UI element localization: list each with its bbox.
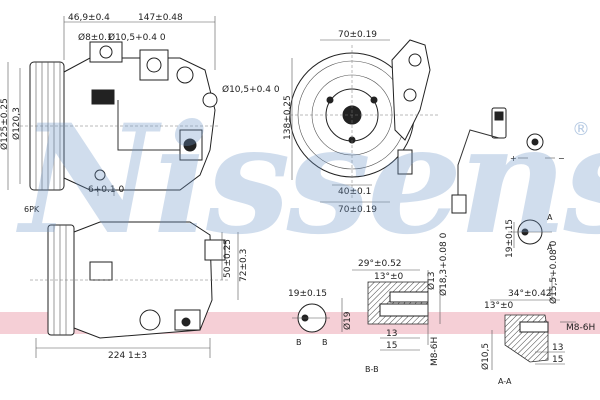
- marker-b-2: B: [322, 338, 328, 347]
- dim-bottom-1: 224 1±3: [108, 351, 147, 361]
- dim-bottom-2: 50±0.25: [223, 239, 233, 278]
- dim-front-4: Ø10,5+0.4 0: [108, 32, 166, 43]
- dim-bb-7: 13: [386, 329, 397, 339]
- section-bb-title: B-B: [365, 365, 379, 374]
- dim-aa-6: Ø10,5: [480, 343, 491, 370]
- dim-bb-9: M8-6H: [430, 337, 440, 366]
- registered-mark: ®: [572, 119, 590, 140]
- bottom-view: [30, 221, 239, 358]
- dim-aa-2: 34°±0.42: [508, 289, 552, 299]
- dim-aa-8: 15: [552, 355, 563, 365]
- side-view: [289, 39, 440, 203]
- dim-bb-2: 13°±0: [374, 272, 403, 282]
- dim-front-6: Ø125±0.25: [0, 98, 10, 150]
- dim-bb-8: 15: [386, 341, 397, 351]
- section-aa: [490, 219, 576, 370]
- marker-b-1: B: [296, 338, 302, 347]
- dim-bottom-3: 72±0.3: [239, 249, 249, 282]
- dim-front-8: 6+0.1 0: [88, 185, 124, 195]
- dim-side-1: 70±0.19: [338, 30, 377, 40]
- dim-bb-5: 19±0.15: [288, 289, 327, 299]
- dim-aa-3: 13°±0: [484, 301, 513, 311]
- dim-aa-7: 13: [552, 343, 563, 353]
- marker-a-1: A: [547, 213, 553, 222]
- connector-minus: −: [558, 154, 565, 163]
- dim-aa-5: M8-6H: [566, 323, 595, 333]
- dim-front-3: Ø8±0.1: [78, 32, 113, 43]
- port-b-section: [367, 281, 429, 325]
- dim-bb-4: Ø18,3+0.08 0: [438, 232, 449, 296]
- dim-aa-1: 19±0.15: [505, 219, 515, 258]
- dim-front-7: Ø120,3: [11, 107, 22, 140]
- watermark: Nissens: [16, 92, 600, 268]
- section-aa-title: A-A: [498, 377, 512, 386]
- dim-bb-6: Ø19: [342, 311, 353, 330]
- dim-side-3: 40±0.1: [338, 187, 371, 197]
- dim-side-2: 138±0.25: [283, 95, 293, 140]
- connector-harness: [451, 107, 555, 214]
- dim-bb-1: 29°±0.52: [358, 259, 402, 269]
- section-bb: [292, 269, 441, 351]
- front-view: [7, 16, 220, 196]
- belt-label: 6PK: [24, 205, 40, 214]
- dim-front-1: 46,9±0.4: [68, 13, 110, 23]
- dim-bb-3: Ø13: [426, 271, 437, 290]
- connector-plus: +: [510, 154, 517, 163]
- dim-aa-4: Ø15,5+0.08 0: [548, 240, 559, 304]
- marker-a-2: A: [547, 243, 553, 252]
- dim-front-5: Ø10,5+0.4 0: [222, 84, 280, 95]
- dim-side-4: 70±0.19: [338, 205, 377, 215]
- dim-front-2: 147±0.48: [138, 13, 183, 23]
